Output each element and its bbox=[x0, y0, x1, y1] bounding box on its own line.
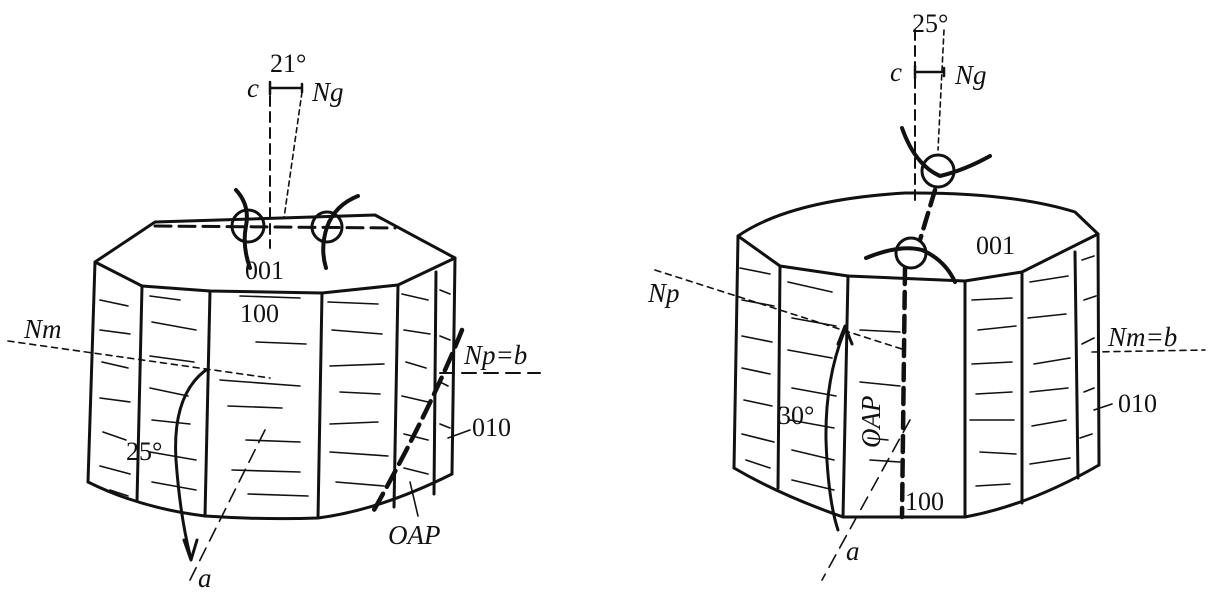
left-face-001-label: 001 bbox=[245, 256, 284, 285]
right-isogyre-2 bbox=[864, 246, 957, 284]
left-np-b-label: Np=b bbox=[463, 340, 527, 370]
right-face-001-label: 001 bbox=[976, 231, 1015, 260]
right-a-label: a bbox=[846, 536, 860, 566]
left-isogyre-2 bbox=[321, 194, 360, 270]
right-c-label: c bbox=[890, 57, 902, 87]
left-c-label: c bbox=[247, 73, 259, 103]
right-crystal bbox=[654, 29, 1206, 581]
right-oap-label: OAP bbox=[856, 396, 886, 448]
left-a-label: a bbox=[198, 563, 212, 593]
right-cleavage-hatching bbox=[739, 255, 1097, 491]
left-face-100-label: 100 bbox=[240, 299, 279, 328]
right-oap-trace bbox=[899, 187, 938, 520]
right-np-label: Np bbox=[647, 278, 680, 308]
left-optic-axis-circle-2 bbox=[310, 210, 344, 244]
left-top-dashed-section bbox=[153, 224, 397, 230]
left-oap-leader bbox=[409, 481, 419, 517]
right-angle-side-label: 30° bbox=[778, 401, 814, 430]
right-010-leader bbox=[1093, 403, 1113, 411]
left-nm-label: Nm bbox=[23, 314, 62, 344]
right-nm-axis bbox=[1091, 349, 1206, 353]
right-angle-arc bbox=[824, 330, 846, 532]
right-ng-axis bbox=[937, 29, 945, 151]
right-bottom-edge bbox=[732, 463, 1101, 519]
right-nm-b-label: Nm=b bbox=[1107, 322, 1177, 352]
left-010-leader bbox=[447, 429, 471, 439]
right-isogyre-1 bbox=[900, 126, 992, 178]
right-ng-label: Ng bbox=[954, 60, 987, 90]
left-ng-label: Ng bbox=[311, 77, 344, 107]
right-np-axis bbox=[654, 269, 906, 351]
left-oap-label: OAP bbox=[388, 520, 440, 550]
left-crystal bbox=[7, 80, 541, 581]
left-front-edges bbox=[86, 256, 457, 520]
left-angle-top-label: 21° bbox=[270, 49, 306, 78]
right-optic-axis-circle-1 bbox=[920, 153, 956, 189]
right-arrowhead bbox=[836, 324, 854, 346]
left-a-axis bbox=[189, 429, 266, 581]
right-face-010-label: 010 bbox=[1118, 389, 1157, 418]
left-nm-axis bbox=[7, 340, 271, 379]
left-bottom-edge bbox=[86, 472, 454, 521]
left-cleavage-hatching bbox=[99, 289, 451, 497]
left-angle-bracket bbox=[268, 80, 304, 96]
right-optic-axis-circle-2 bbox=[894, 236, 928, 270]
right-a-axis bbox=[821, 419, 911, 581]
left-oap-trace bbox=[371, 327, 465, 513]
left-face-010-label: 010 bbox=[472, 413, 511, 442]
left-arrowhead bbox=[182, 538, 199, 562]
right-angle-top-label: 25° bbox=[912, 9, 948, 38]
left-angle-side-label: 25° bbox=[126, 437, 162, 466]
right-angle-bracket bbox=[913, 64, 946, 80]
right-face-100-label: 100 bbox=[905, 487, 944, 516]
left-isogyre-1 bbox=[234, 188, 252, 270]
left-ng-axis bbox=[283, 91, 303, 219]
right-front-edges bbox=[732, 232, 1101, 519]
left-angle-arc bbox=[174, 368, 208, 557]
